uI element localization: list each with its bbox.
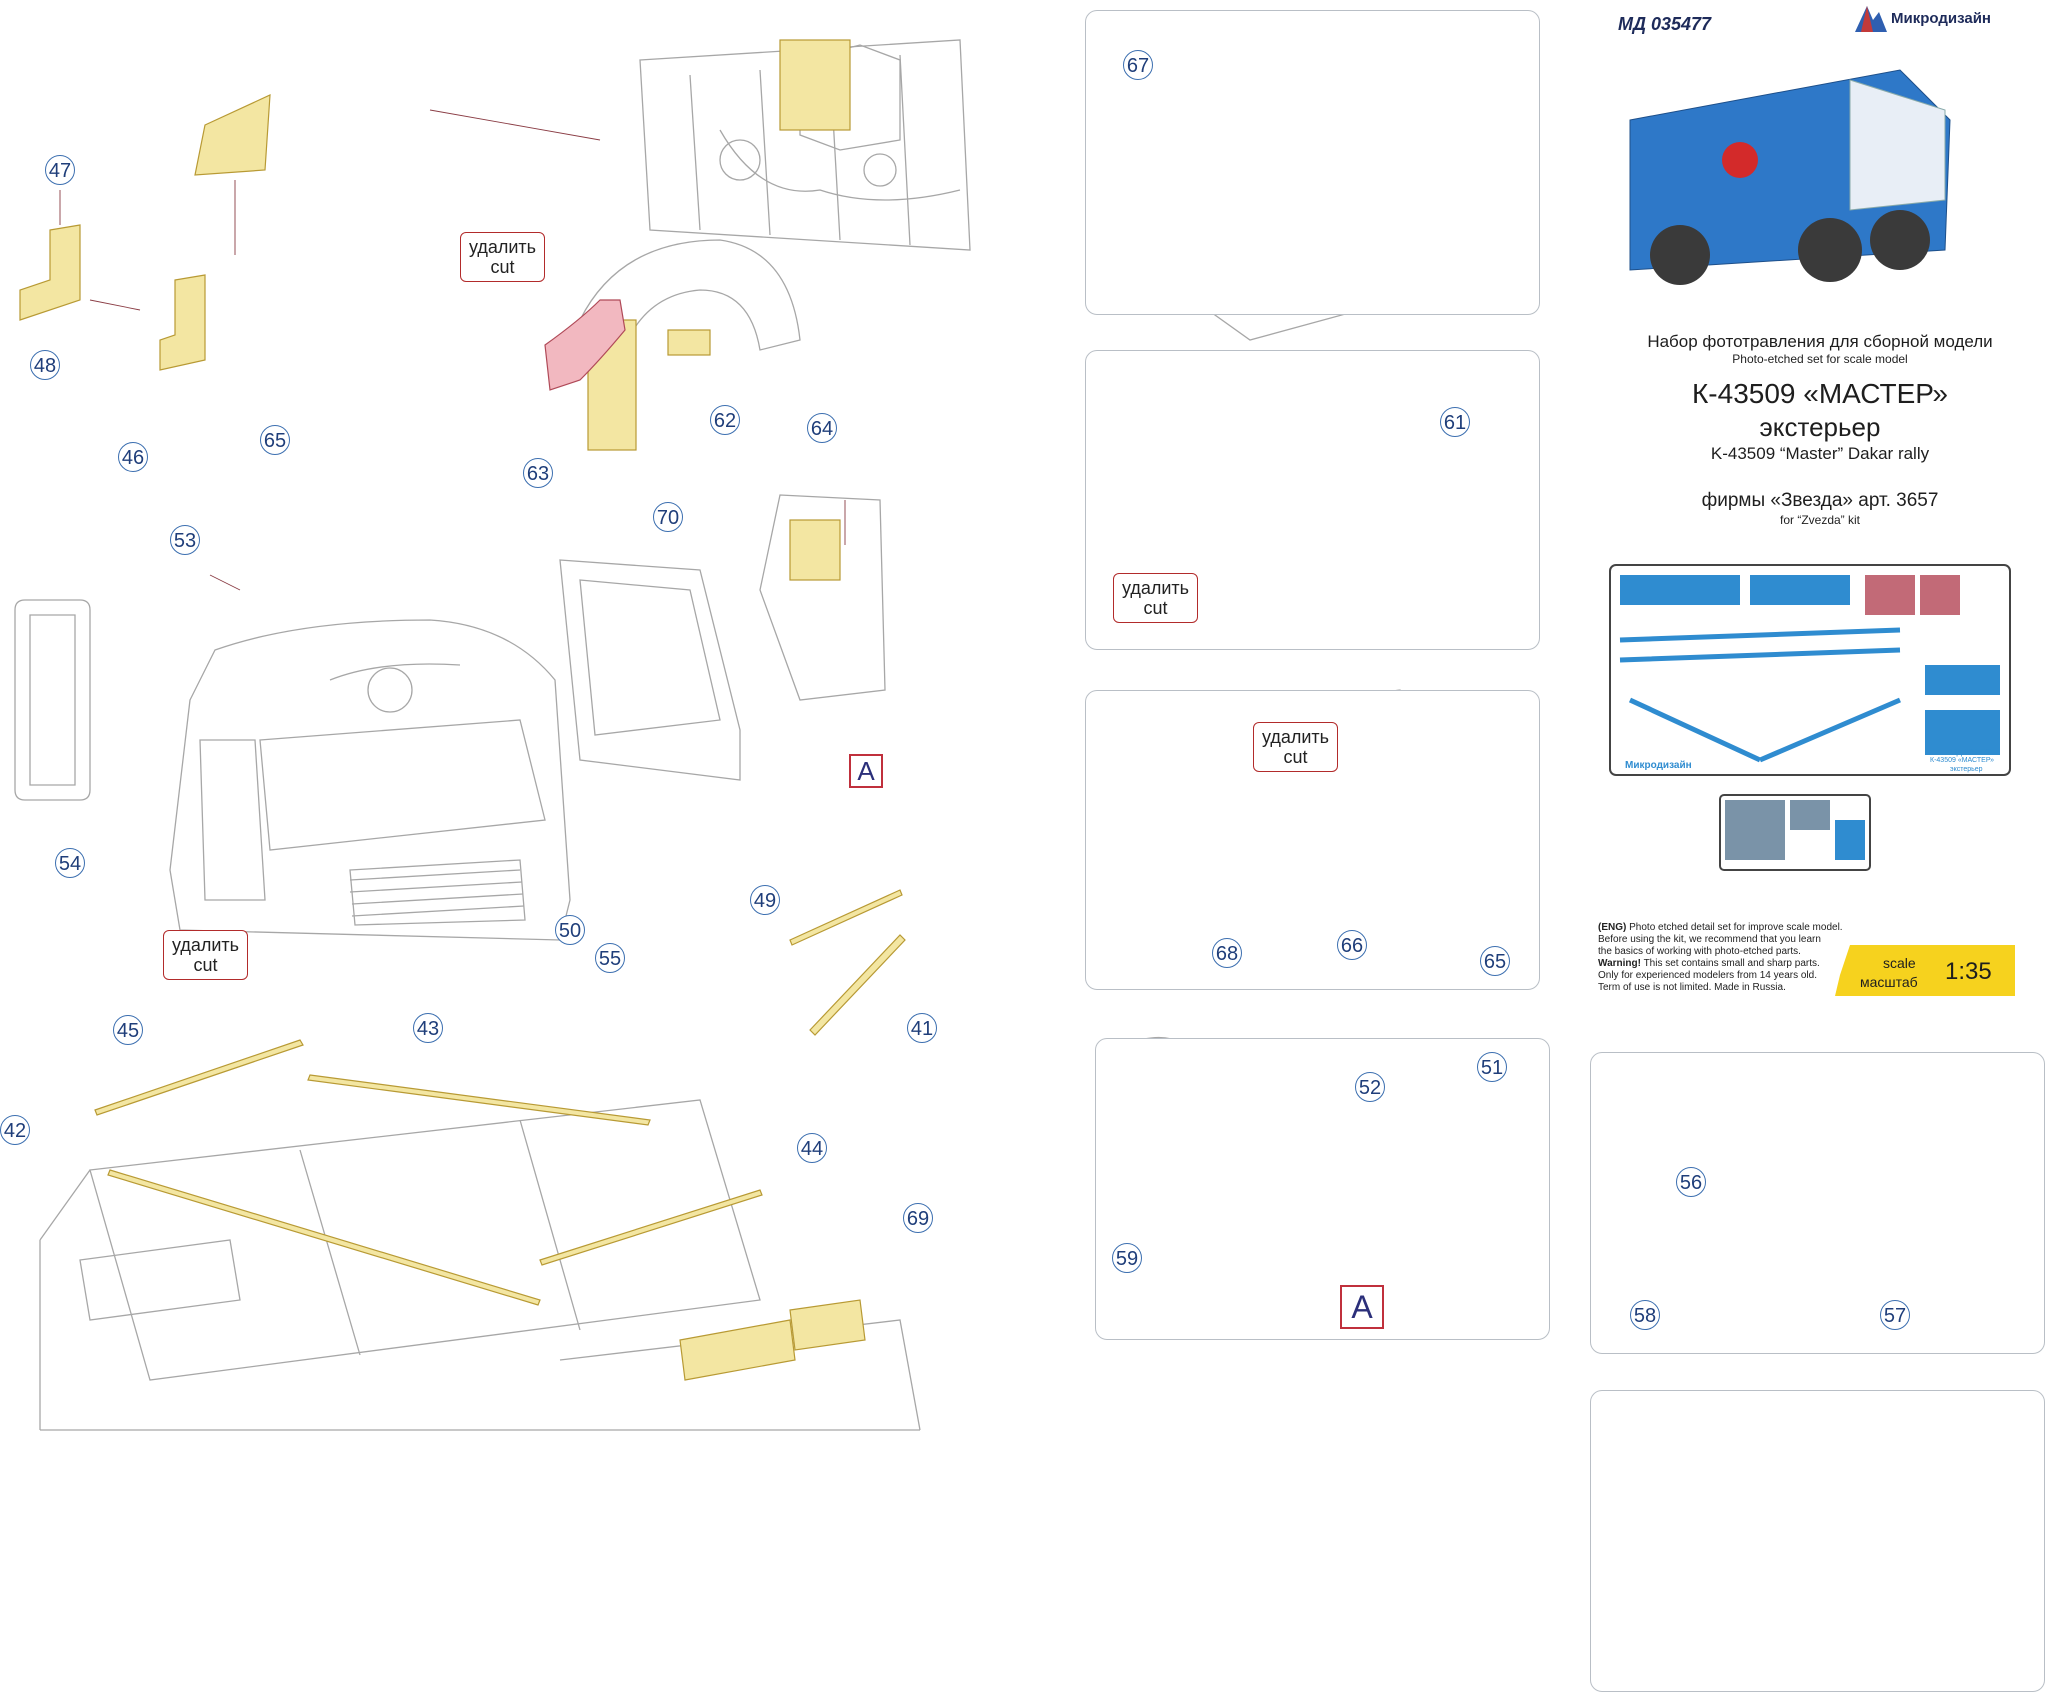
cut-label-ru: удалить <box>171 935 240 955</box>
callout-51: 51 <box>1477 1052 1507 1082</box>
notice-tag: (ENG) <box>1598 922 1627 933</box>
callout-58: 58 <box>1630 1300 1660 1330</box>
fret-sub: экстерьер <box>1950 766 1983 773</box>
brand-mark-icon <box>1855 6 1887 32</box>
callout-57: 57 <box>1880 1300 1910 1330</box>
set-title-en: Photo-etched set for scale model <box>1732 352 1908 366</box>
callout-45: 45 <box>113 1015 143 1045</box>
assembly-marker-a-seat: A <box>1340 1285 1384 1329</box>
callout-52: 52 <box>1355 1072 1385 1102</box>
callout-53: 53 <box>170 525 200 555</box>
notice-line-6: Term of use is not limited. Made in Russ… <box>1598 982 1786 993</box>
callout-70: 70 <box>653 502 683 532</box>
notice-line-1: Photo etched detail set for improve scal… <box>1629 922 1843 933</box>
callout-68: 68 <box>1212 938 1242 968</box>
cut-label-en: cut <box>1283 747 1308 767</box>
cut-label-ru: удалить <box>468 237 537 257</box>
fret-brand: Микродизайн <box>1625 760 1692 771</box>
brand-name: Микродизайн <box>1891 10 1991 27</box>
callout-65-right: 65 <box>1480 946 1510 976</box>
callout-67: 67 <box>1123 50 1153 80</box>
callout-47: 47 <box>45 155 75 185</box>
callout-44: 44 <box>797 1133 827 1163</box>
notice-line-5: Only for experienced modelers from 14 ye… <box>1598 970 1817 981</box>
cut-label-ru: удалить <box>1261 727 1330 747</box>
kit-ru: фирмы «Звезда» арт. 3657 <box>1701 490 1939 511</box>
callout-59: 59 <box>1112 1243 1142 1273</box>
callout-63: 63 <box>523 458 553 488</box>
callout-50: 50 <box>555 915 585 945</box>
callout-54: 54 <box>55 848 85 878</box>
panel-photo-spare-wheel <box>1590 1390 2045 1692</box>
cut-label-ru: удалить <box>1121 578 1190 598</box>
kit-en: for “Zvezda” kit <box>1779 513 1860 527</box>
callout-42: 42 <box>0 1115 30 1145</box>
callout-66: 66 <box>1337 930 1367 960</box>
callout-46: 46 <box>118 442 148 472</box>
callout-56: 56 <box>1676 1167 1706 1197</box>
callout-69: 69 <box>903 1203 933 1233</box>
fret-code: МД 035477 <box>1950 748 1991 757</box>
fret-label: К-43509 «МАСТЕР» <box>1930 757 1994 764</box>
panel-part-56-58 <box>1590 1052 2045 1354</box>
model-subtitle-ru: экстерьер <box>1759 412 1881 442</box>
scale-value: 1:35 <box>1945 958 1992 985</box>
scale-label-ru: масштаб <box>1860 974 1918 990</box>
cut-box-panel-68: удалить cut <box>1253 722 1338 772</box>
cut-label-en: cut <box>1143 598 1168 618</box>
cut-box-panel-61: удалить cut <box>1113 573 1198 623</box>
callout-55: 55 <box>595 943 625 973</box>
panel-part-67 <box>1085 10 1540 315</box>
panel-part-51-59 <box>1095 1038 1550 1340</box>
model-subtitle-en: K-43509 “Master” Dakar rally <box>1710 444 1930 463</box>
notice-line-4: This set contains small and sharp parts. <box>1643 958 1820 969</box>
notice-line-2: Before using the kit, we recommend that … <box>1598 934 1821 945</box>
scale-label-en: scale <box>1883 955 1916 971</box>
callout-49: 49 <box>750 885 780 915</box>
callout-65-left: 65 <box>260 425 290 455</box>
notice-line-3: the basics of working with photo-etched … <box>1598 946 1801 957</box>
brand-logo: Микродизайн <box>1853 4 2038 34</box>
set-title-ru: Набор фототравления для сборной модели <box>1647 332 1993 351</box>
callout-48: 48 <box>30 350 60 380</box>
assembly-marker-a-cab: A <box>849 754 883 788</box>
cut-box-fender: удалить cut <box>460 232 545 282</box>
cut-label-en: cut <box>490 257 515 277</box>
callout-41: 41 <box>907 1013 937 1043</box>
english-notice: (ENG) Photo etched detail set for improv… <box>1598 922 1858 994</box>
cut-label-en: cut <box>193 955 218 975</box>
callout-64: 64 <box>807 413 837 443</box>
callout-43: 43 <box>413 1013 443 1043</box>
callout-61: 61 <box>1440 407 1470 437</box>
cut-box-cab: удалить cut <box>163 930 248 980</box>
model-name: К-43509 «МАСТЕР» <box>1692 378 1948 409</box>
callout-62: 62 <box>710 405 740 435</box>
article-code: МД 035477 <box>1618 14 1712 34</box>
notice-warning: Warning! <box>1598 958 1641 969</box>
